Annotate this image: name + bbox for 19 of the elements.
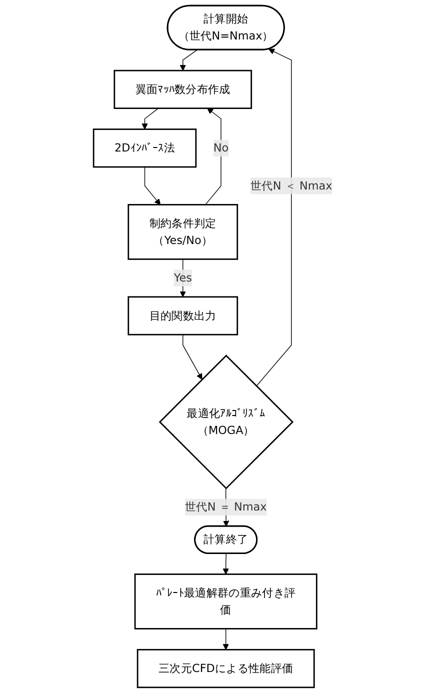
- node-box: 三次元CFDによる性能評価: [136, 648, 314, 688]
- node-box: ﾊﾟﾚｰﾄ最適解群の重み付き評価: [134, 574, 317, 630]
- node-box: 翼面ﾏｯﾊ数分布作成: [113, 70, 252, 109]
- edge-label: No: [212, 141, 228, 154]
- edge-label: Yes: [173, 271, 192, 284]
- arrow: [204, 108, 221, 206]
- edge-label: 世代N ＜ Nmax: [250, 178, 332, 192]
- arrow: [141, 108, 158, 130]
- edge-label: 世代N ＝ Nmax: [184, 500, 266, 514]
- arrow: [182, 334, 202, 380]
- arrow: [222, 553, 228, 574]
- arrow: [222, 628, 228, 650]
- node-diamond: 最適化ｱﾙｺﾞﾘｽﾞﾑ （MOGA）: [158, 354, 294, 490]
- node-box: 目的関数出力: [127, 296, 238, 336]
- node-box: 2Dｲﾝﾊﾞｰｽ法: [92, 128, 196, 168]
- node-box: 制約条件判定 （Yes/No）: [127, 204, 238, 260]
- arrow: [256, 48, 292, 386]
- arrow: [179, 50, 198, 71]
- arrow: [144, 166, 160, 205]
